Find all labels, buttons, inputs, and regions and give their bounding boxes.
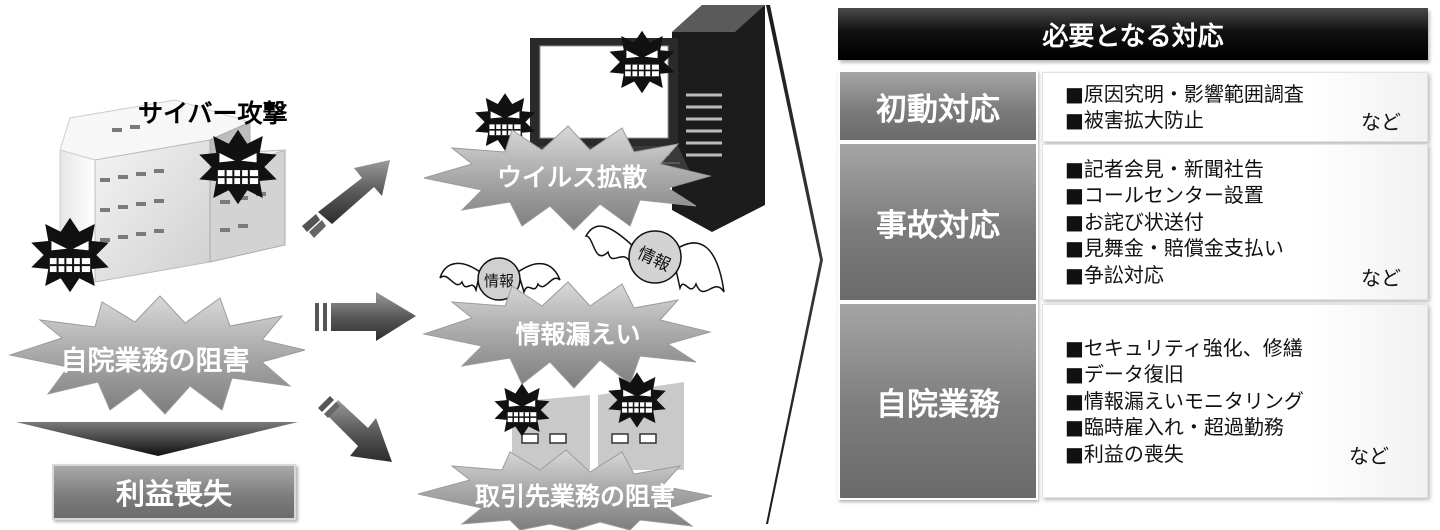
list-item: ■記者会見・新聞社告: [1065, 156, 1264, 181]
list-item: ■コールセンター設置: [1065, 183, 1264, 208]
divider-chevron: [766, 5, 823, 524]
list-item: ■データ復旧: [1065, 362, 1184, 387]
info-wings-icon: [439, 225, 725, 301]
down-arrow: [16, 422, 298, 456]
list-item: ■臨時雇入れ・超過勤務: [1065, 415, 1284, 440]
list-item: ■被害拡大防止: [1065, 108, 1204, 132]
etc-suffix: など: [1361, 110, 1401, 134]
items-initial-response: ■原因究明・影響範囲調査 ■被害拡大防止 など: [1042, 72, 1428, 142]
items-own-operations: ■セキュリティ強化、修繕 ■データ復旧 ■情報漏えいモニタリング ■臨時雇入れ・…: [1042, 304, 1428, 498]
response-header: 必要となる対応: [838, 8, 1428, 60]
arrow-to-partner: [318, 396, 392, 462]
burst-shape-virus: [423, 125, 712, 231]
list-item: ■争訟対応: [1065, 262, 1164, 287]
list-item: ■セキュリティ強化、修繕: [1065, 335, 1303, 360]
etc-suffix: など: [1349, 444, 1389, 468]
arrow-to-virus: [302, 160, 390, 238]
list-item: ■利益の喪失: [1065, 441, 1184, 466]
category-own-operations: 自院業務: [838, 302, 1038, 500]
category-initial-response: 初動対応: [838, 70, 1038, 142]
profit-loss-box: 利益喪失: [52, 464, 296, 520]
list-item: ■見舞金・賠償金支払い: [1065, 236, 1284, 261]
arrow-to-leak: [315, 292, 416, 341]
info-leak-label: 情報漏えい: [515, 320, 640, 349]
list-item: ■情報漏えいモニタリング: [1065, 388, 1304, 413]
cyber-attack-label: サイバー攻撃: [138, 99, 288, 128]
category-incident-response: 事故対応: [838, 142, 1038, 302]
burst-shape-self: [8, 295, 306, 415]
list-item: ■お詫び状送付: [1065, 209, 1204, 234]
burst-shape-partner: [417, 449, 713, 530]
virus-spread-label: ウイルス拡散: [497, 163, 647, 192]
self-obstruction-label: 自院業務の阻害: [61, 345, 250, 377]
partner-obstruction-label: 取引先業務の阻害: [475, 482, 675, 511]
list-item: ■原因究明・影響範囲調査: [1065, 81, 1304, 106]
etc-suffix: など: [1361, 266, 1401, 290]
items-incident-response: ■記者会見・新聞社告 ■コールセンター設置 ■お詫び状送付 ■見舞金・賠償金支払…: [1042, 144, 1428, 300]
info-badge-label: 情報: [484, 272, 514, 290]
